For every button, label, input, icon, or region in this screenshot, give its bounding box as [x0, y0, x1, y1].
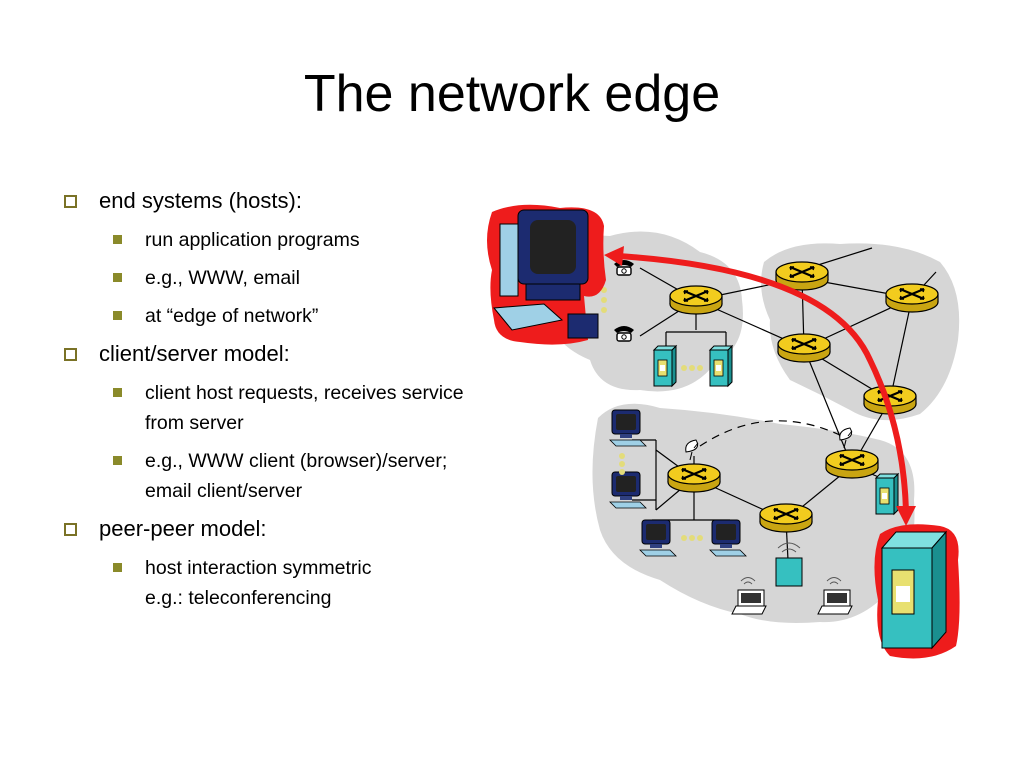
router-icon — [758, 502, 814, 534]
server-icon — [709, 345, 733, 387]
client-desktop-icon — [493, 209, 599, 339]
router-icon — [776, 332, 832, 364]
square-bullet-icon — [113, 456, 122, 465]
sub-bullet: e.g., WWW, email — [110, 263, 464, 293]
square-bullet-icon — [113, 273, 122, 282]
square-bullet-icon — [113, 563, 122, 572]
arrowhead-left — [604, 246, 624, 266]
router-icon — [668, 284, 724, 316]
router-icon — [884, 282, 940, 314]
sub-bullet: client host requests, receives service f… — [110, 378, 464, 438]
wireless-access-point — [775, 557, 803, 587]
arrowhead-down — [896, 506, 916, 526]
big-server-icon — [880, 530, 948, 650]
server-icon — [875, 473, 899, 515]
slide-title: The network edge — [303, 65, 721, 123]
bullet-client-server: client/server model: — [64, 339, 464, 369]
sub-bullet: run application programs — [110, 225, 464, 255]
sub-bullet: host interaction symmetric e.g.: telecon… — [110, 553, 464, 613]
square-bullet-icon — [113, 235, 122, 244]
telephone-icon — [613, 325, 635, 342]
hollow-square-bullet-icon — [64, 195, 77, 208]
bullet-end-systems: end systems (hosts): — [64, 186, 464, 216]
server-icon — [653, 345, 677, 387]
hollow-square-bullet-icon — [64, 348, 77, 361]
router-icon — [824, 448, 880, 480]
sub-bullet: at “edge of network” — [110, 301, 464, 331]
network-diagram — [487, 204, 960, 659]
square-bullet-icon — [113, 388, 122, 397]
square-bullet-icon — [113, 311, 122, 320]
bullet-list: end systems (hosts): run application pro… — [64, 186, 464, 621]
bullet-peer-peer: peer-peer model: — [64, 514, 464, 544]
client-server-arrow — [617, 253, 909, 513]
sub-bullet: e.g., WWW client (browser)/server; email… — [110, 446, 464, 506]
hollow-square-bullet-icon — [64, 523, 77, 536]
router-icon — [666, 462, 722, 494]
